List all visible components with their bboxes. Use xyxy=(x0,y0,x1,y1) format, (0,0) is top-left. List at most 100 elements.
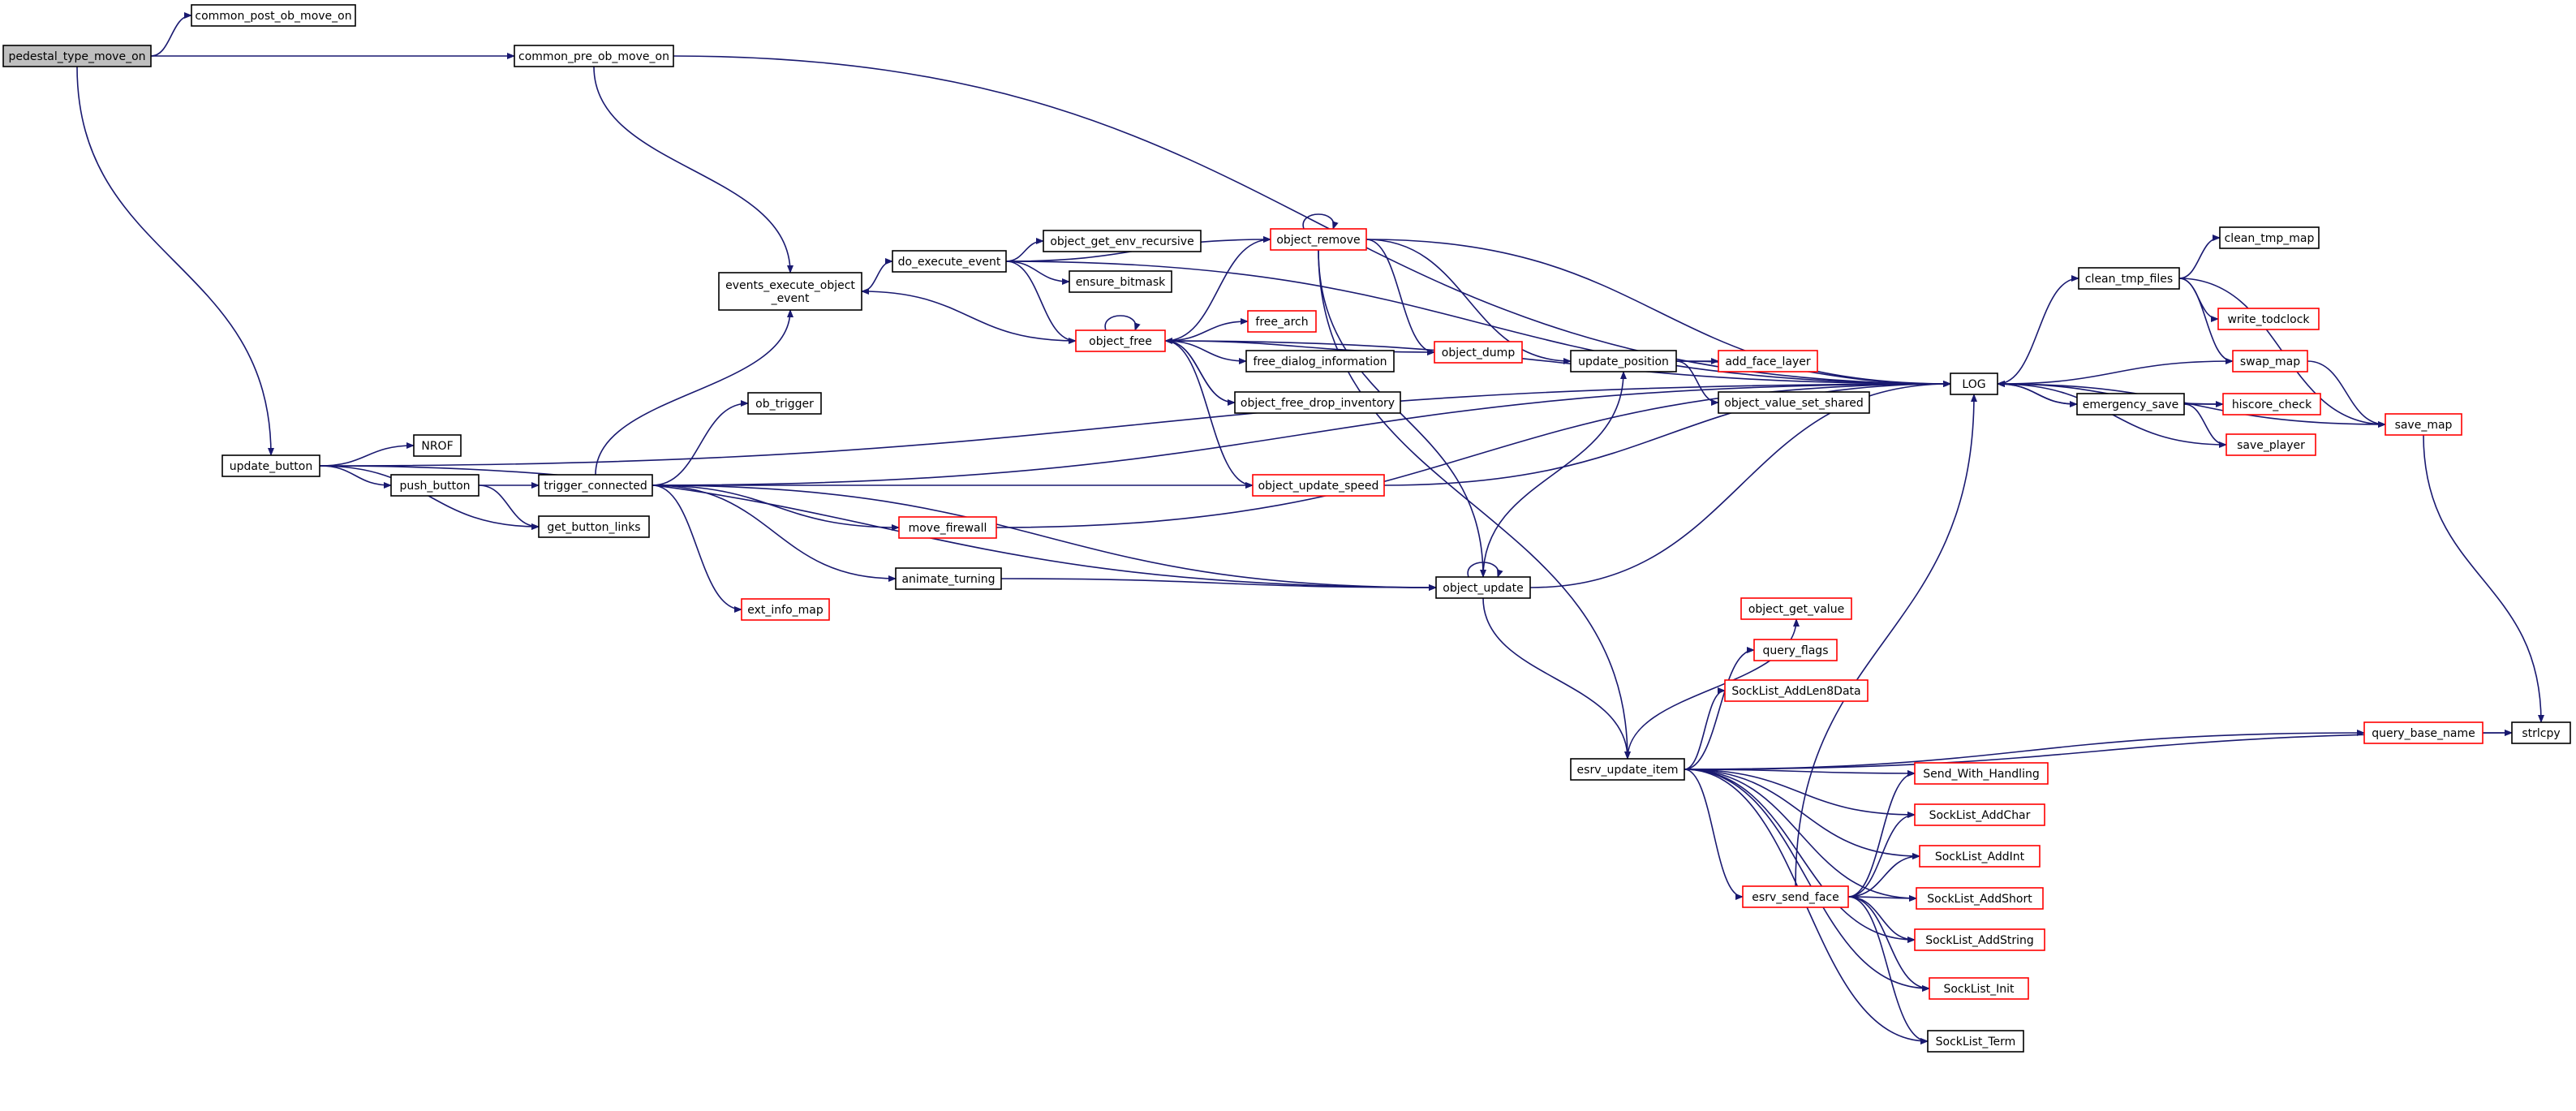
node-SockList_Term[interactable]: SockList_Term xyxy=(1927,1030,2024,1053)
node-object_free[interactable]: object_free xyxy=(1075,329,1166,352)
node-push_button[interactable]: push_button xyxy=(390,474,480,497)
node-move_firewall[interactable]: move_firewall xyxy=(898,516,997,539)
node-box-free_arch[interactable] xyxy=(1247,310,1317,333)
node-do_execute_event[interactable]: do_execute_event xyxy=(892,250,1007,273)
node-box-object_free[interactable] xyxy=(1075,329,1166,352)
node-box-object_update[interactable] xyxy=(1435,576,1531,599)
node-box-update_button[interactable] xyxy=(221,454,320,477)
node-pedestal_type_move_on[interactable]: pedestal_type_move_on xyxy=(2,45,152,67)
node-strlcpy[interactable]: strlcpy xyxy=(2511,721,2571,744)
node-SockList_AddInt[interactable]: SockList_AddInt xyxy=(1919,845,2041,868)
node-SockList_AddShort[interactable]: SockList_AddShort xyxy=(1916,887,2044,910)
node-Send_With_Handling[interactable]: Send_With_Handling xyxy=(1914,762,2049,785)
node-add_face_layer[interactable]: add_face_layer xyxy=(1718,350,1818,372)
node-common_post_ob_move_on[interactable]: common_post_ob_move_on xyxy=(191,4,356,27)
node-box-strlcpy[interactable] xyxy=(2511,721,2571,744)
node-box-object_update_speed[interactable] xyxy=(1252,474,1385,497)
node-ensure_bitmask[interactable]: ensure_bitmask xyxy=(1069,270,1172,293)
node-box-pedestal_type_move_on[interactable] xyxy=(2,45,152,67)
node-object_remove[interactable]: object_remove xyxy=(1270,228,1367,251)
node-box-object_get_value[interactable] xyxy=(1740,597,1852,620)
node-box-query_flags[interactable] xyxy=(1753,639,1838,661)
node-SockList_AddLen8Data[interactable]: SockList_AddLen8Data xyxy=(1724,679,1869,702)
node-box-clean_tmp_files[interactable] xyxy=(2078,267,2180,290)
node-box-ob_trigger[interactable] xyxy=(747,392,822,415)
node-box-animate_turning[interactable] xyxy=(895,567,1002,590)
node-box-SockList_AddLen8Data[interactable] xyxy=(1724,679,1869,702)
node-NROF[interactable]: NROF xyxy=(413,434,462,457)
node-box-object_remove[interactable] xyxy=(1270,228,1367,251)
node-box-Send_With_Handling[interactable] xyxy=(1914,762,2049,785)
node-object_value_set_shared[interactable]: object_value_set_shared xyxy=(1718,391,1870,414)
node-box-object_free_drop_inventory[interactable] xyxy=(1234,391,1401,414)
node-box-common_post_ob_move_on[interactable] xyxy=(191,4,356,27)
node-box-do_execute_event[interactable] xyxy=(892,250,1007,273)
node-box-object_value_set_shared[interactable] xyxy=(1718,391,1870,414)
node-hiscore_check[interactable]: hiscore_check xyxy=(2222,393,2321,416)
node-box-get_button_links[interactable] xyxy=(538,515,650,538)
node-box-trigger_connected[interactable] xyxy=(538,474,653,497)
node-box-SockList_Init[interactable] xyxy=(1929,977,2029,1000)
node-box-free_dialog_information[interactable] xyxy=(1245,350,1395,372)
node-box-LOG[interactable] xyxy=(1950,372,1998,395)
node-clean_tmp_files[interactable]: clean_tmp_files xyxy=(2078,267,2180,290)
node-esrv_update_item[interactable]: esrv_update_item xyxy=(1570,758,1685,781)
node-query_base_name[interactable]: query_base_name xyxy=(2363,721,2484,744)
node-box-object_dump[interactable] xyxy=(1434,341,1523,364)
node-object_dump[interactable]: object_dump xyxy=(1434,341,1523,364)
node-SockList_AddString[interactable]: SockList_AddString xyxy=(1914,928,2045,951)
node-box-save_map[interactable] xyxy=(2385,413,2462,436)
node-SockList_Init[interactable]: SockList_Init xyxy=(1929,977,2029,1000)
node-clean_tmp_map[interactable]: clean_tmp_map xyxy=(2219,226,2320,249)
node-box-ext_info_map[interactable] xyxy=(741,598,830,621)
node-update_position[interactable]: update_position xyxy=(1570,350,1677,372)
node-box-hiscore_check[interactable] xyxy=(2222,393,2321,416)
node-query_flags[interactable]: query_flags xyxy=(1753,639,1838,661)
node-box-swap_map[interactable] xyxy=(2232,350,2308,372)
node-box-SockList_AddShort[interactable] xyxy=(1916,887,2044,910)
node-box-object_get_env_recursive[interactable] xyxy=(1043,230,1202,252)
node-box-NROF[interactable] xyxy=(413,434,462,457)
node-object_free_drop_inventory[interactable]: object_free_drop_inventory xyxy=(1234,391,1401,414)
node-box-write_todclock[interactable] xyxy=(2217,308,2320,330)
node-common_pre_ob_move_on[interactable]: common_pre_ob_move_on xyxy=(514,45,674,67)
node-emergency_save[interactable]: emergency_save xyxy=(2076,393,2185,416)
node-get_button_links[interactable]: get_button_links xyxy=(538,515,650,538)
node-trigger_connected[interactable]: trigger_connected xyxy=(538,474,653,497)
node-box-SockList_Term[interactable] xyxy=(1927,1030,2024,1053)
node-box-events_execute_object_event[interactable] xyxy=(718,272,862,311)
node-box-SockList_AddInt[interactable] xyxy=(1919,845,2041,868)
node-LOG[interactable]: LOG xyxy=(1950,372,1998,395)
node-save_map[interactable]: save_map xyxy=(2385,413,2462,436)
node-box-ensure_bitmask[interactable] xyxy=(1069,270,1172,293)
node-ext_info_map[interactable]: ext_info_map xyxy=(741,598,830,621)
node-animate_turning[interactable]: animate_turning xyxy=(895,567,1002,590)
node-free_dialog_information[interactable]: free_dialog_information xyxy=(1245,350,1395,372)
node-free_arch[interactable]: free_arch xyxy=(1247,310,1317,333)
node-box-SockList_AddChar[interactable] xyxy=(1914,803,2045,826)
node-box-emergency_save[interactable] xyxy=(2076,393,2185,416)
node-events_execute_object_event[interactable]: events_execute_object_event xyxy=(718,272,862,311)
node-object_update[interactable]: object_update xyxy=(1435,576,1531,599)
node-box-esrv_update_item[interactable] xyxy=(1570,758,1685,781)
node-box-SockList_AddString[interactable] xyxy=(1914,928,2045,951)
node-write_todclock[interactable]: write_todclock xyxy=(2217,308,2320,330)
node-object_update_speed[interactable]: object_update_speed xyxy=(1252,474,1385,497)
node-esrv_send_face[interactable]: esrv_send_face xyxy=(1742,885,1849,908)
node-object_get_value[interactable]: object_get_value xyxy=(1740,597,1852,620)
node-SockList_AddChar[interactable]: SockList_AddChar xyxy=(1914,803,2045,826)
node-box-push_button[interactable] xyxy=(390,474,480,497)
node-box-update_position[interactable] xyxy=(1570,350,1677,372)
node-box-clean_tmp_map[interactable] xyxy=(2219,226,2320,249)
node-swap_map[interactable]: swap_map xyxy=(2232,350,2308,372)
node-object_get_env_recursive[interactable]: object_get_env_recursive xyxy=(1043,230,1202,252)
node-box-common_pre_ob_move_on[interactable] xyxy=(514,45,674,67)
node-box-move_firewall[interactable] xyxy=(898,516,997,539)
node-update_button[interactable]: update_button xyxy=(221,454,320,477)
node-ob_trigger[interactable]: ob_trigger xyxy=(747,392,822,415)
node-save_player[interactable]: save_player xyxy=(2226,433,2316,456)
node-box-save_player[interactable] xyxy=(2226,433,2316,456)
node-box-query_base_name[interactable] xyxy=(2363,721,2484,744)
node-box-esrv_send_face[interactable] xyxy=(1742,885,1849,908)
node-box-add_face_layer[interactable] xyxy=(1718,350,1818,372)
